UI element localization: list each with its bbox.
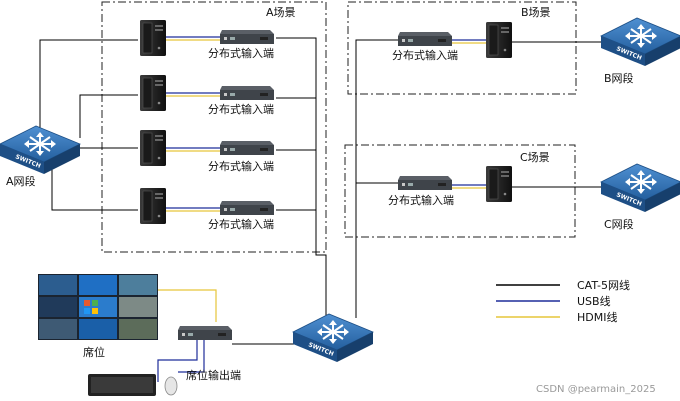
- server-a4-icon: [139, 187, 167, 225]
- legend-usb-label: USB线: [577, 294, 611, 308]
- segment-c-label: C网段: [604, 217, 634, 231]
- input-box-a4-icon: [220, 201, 274, 215]
- input-box-b-icon: [398, 32, 452, 46]
- input-label-a4: 分布式输入端: [208, 217, 274, 231]
- output-box-icon: [178, 326, 232, 340]
- input-label-a2: 分布式输入端: [208, 102, 274, 116]
- zone-a-frame: [101, 1, 327, 253]
- segment-b-label: B网段: [604, 71, 634, 85]
- hdmi-cables: [157, 39, 486, 322]
- server-b-icon: [485, 21, 513, 59]
- zone-b-frame: [347, 1, 577, 95]
- watermark: CSDN @pearmain_2025: [536, 384, 656, 395]
- server-a2-icon: [139, 74, 167, 112]
- seat-label: 席位: [83, 345, 105, 359]
- server-a3-icon: [139, 129, 167, 167]
- input-label-b: 分布式输入端: [392, 48, 458, 62]
- usb-cables: [157, 36, 486, 382]
- input-label-c: 分布式输入端: [388, 193, 454, 207]
- keyboard-icon: [88, 374, 156, 396]
- legend-cat5-label: CAT-5网线: [577, 278, 630, 292]
- output-label: 席位输出端: [186, 368, 241, 382]
- segment-a-label: A网段: [6, 174, 36, 188]
- zone-c-frame: [344, 144, 576, 238]
- mouse-icon: [164, 376, 178, 396]
- cat5-cables: [39, 37, 606, 345]
- server-c-icon: [485, 165, 513, 203]
- input-box-a3-icon: [220, 141, 274, 155]
- input-label-a1: 分布式输入端: [208, 46, 274, 60]
- legend-hdmi-label: HDMI线: [577, 310, 617, 324]
- input-box-a2-icon: [220, 86, 274, 100]
- input-box-a1-icon: [220, 30, 274, 44]
- zone-c-title: C场景: [520, 150, 550, 164]
- input-box-c-icon: [398, 176, 452, 190]
- video-wall-icon: [38, 274, 158, 340]
- input-label-a3: 分布式输入端: [208, 159, 274, 173]
- zone-b-title: B场景: [521, 5, 551, 19]
- legend: CAT-5网线 USB线 HDMI线: [496, 278, 630, 324]
- server-a1-icon: [139, 19, 167, 57]
- zone-a-title: A场景: [266, 5, 296, 19]
